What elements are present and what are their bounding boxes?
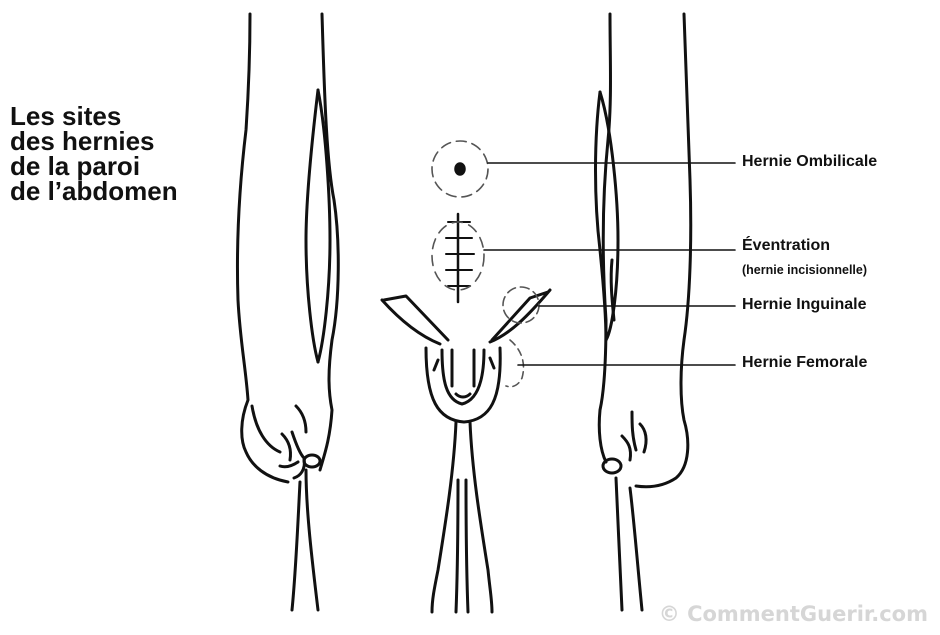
diagram-title: Les sites des hernies de la paroi de l’a… bbox=[10, 104, 178, 204]
label-umbilical-hernia: Hernie Ombilicale bbox=[742, 153, 877, 171]
label-incisional-subtitle: (hernie incisionnelle) bbox=[742, 263, 867, 277]
left-arm bbox=[237, 14, 338, 610]
incisional-scar-marker bbox=[432, 214, 484, 302]
watermark: © CommentGuerir.com bbox=[659, 602, 928, 626]
label-inguinal-hernia: Hernie Inguinale bbox=[742, 296, 866, 314]
right-arm bbox=[596, 14, 691, 610]
title-line-4: de l’abdomen bbox=[10, 179, 178, 204]
label-femoral-hernia: Hernie Femorale bbox=[742, 354, 867, 372]
inguinal-marker bbox=[503, 287, 539, 323]
femoral-marker bbox=[506, 340, 524, 387]
umbilical-marker bbox=[432, 141, 488, 197]
torso bbox=[382, 290, 550, 612]
label-incisional-hernia: Éventration bbox=[742, 237, 830, 255]
